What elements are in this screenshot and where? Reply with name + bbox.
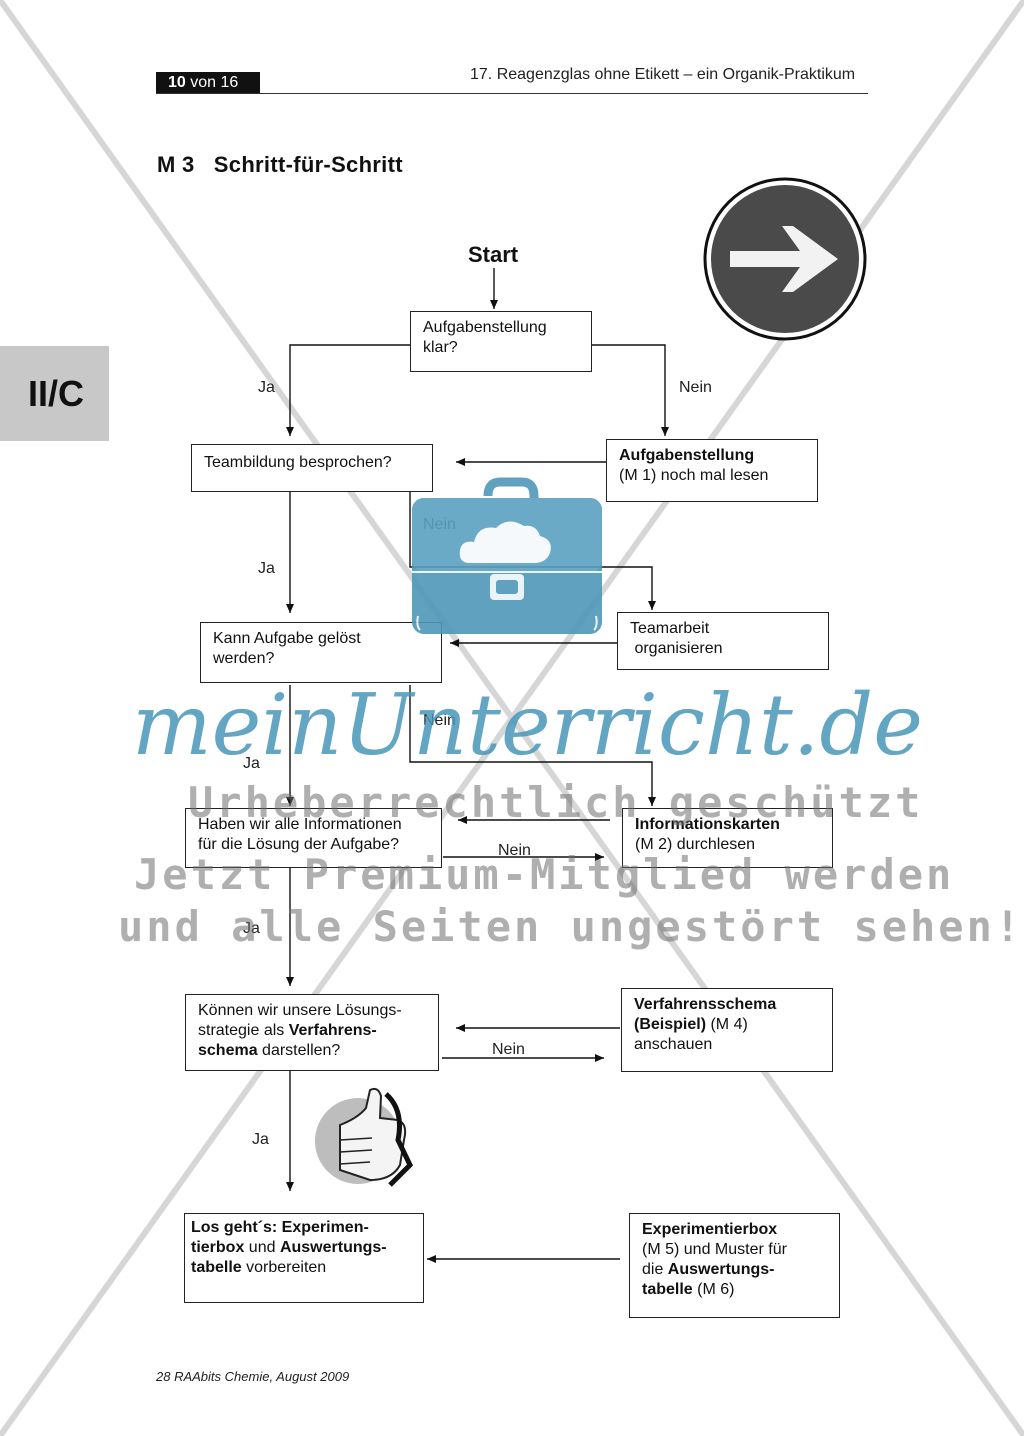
box-aufgabe-geloest: Kann Aufgabe gelöst werden?: [200, 622, 442, 683]
label-nein-2: Nein: [423, 516, 456, 533]
start-label: Start: [468, 242, 519, 267]
header-rule: [156, 93, 868, 94]
box-informationen: Haben wir alle Informationen für die Lös…: [185, 808, 442, 868]
label-nein-3: Nein: [423, 712, 456, 729]
label-nein-1: Nein: [679, 379, 712, 396]
label-nein-5: Nein: [492, 1041, 525, 1058]
footer-citation: 28 RAAbits Chemie, August 2009: [156, 1369, 350, 1384]
header-title: 17. Reagenzglas ohne Etikett – ein Organ…: [470, 66, 856, 83]
box-aufgabe-klar: Aufgabenstellung klar?: [410, 311, 592, 372]
watermark-line-3: und alle Seiten ungestört sehen!: [118, 902, 1024, 951]
box-verfahrensschema: Verfahrensschema (Beispiel) (M 4) anscha…: [621, 988, 833, 1072]
watermark-line-1: Urheberrechtlich geschützt: [188, 778, 924, 827]
label-ja-5: Ja: [252, 1131, 269, 1148]
page-number: 10 von 16: [156, 72, 260, 94]
label-nein-4: Nein: [498, 842, 531, 859]
box-losgehts: Los geht´s: Experimen- tierbox und Auswe…: [184, 1213, 424, 1303]
section-title: M 3 Schritt-für-Schritt: [157, 152, 403, 177]
label-ja-2: Ja: [258, 560, 275, 577]
watermark-line-2: Jetzt Premium-Mitglied werden: [134, 850, 955, 899]
label-ja-4: Ja: [243, 920, 260, 937]
box-infokarten: Informationskarten (M 2) durchlesen: [622, 808, 833, 868]
box-team-organisieren: Teamarbeit organisieren: [617, 612, 829, 670]
box-loesungsstrategie: Können wir unsere Lösungs- strategie als…: [185, 994, 439, 1071]
label-ja-3: Ja: [243, 755, 260, 772]
watermark-brand: meinUnterricht.de: [132, 676, 923, 774]
label-ja-1: Ja: [258, 379, 275, 396]
box-aufgabe-lesen: Aufgabenstellung (M 1) noch mal lesen: [606, 439, 818, 502]
side-tab: II/C: [0, 346, 109, 441]
box-team-besprochen: Teambildung besprochen?: [191, 444, 433, 492]
box-experimentierbox: Experimentierbox (M 5) und Muster für di…: [629, 1213, 840, 1318]
